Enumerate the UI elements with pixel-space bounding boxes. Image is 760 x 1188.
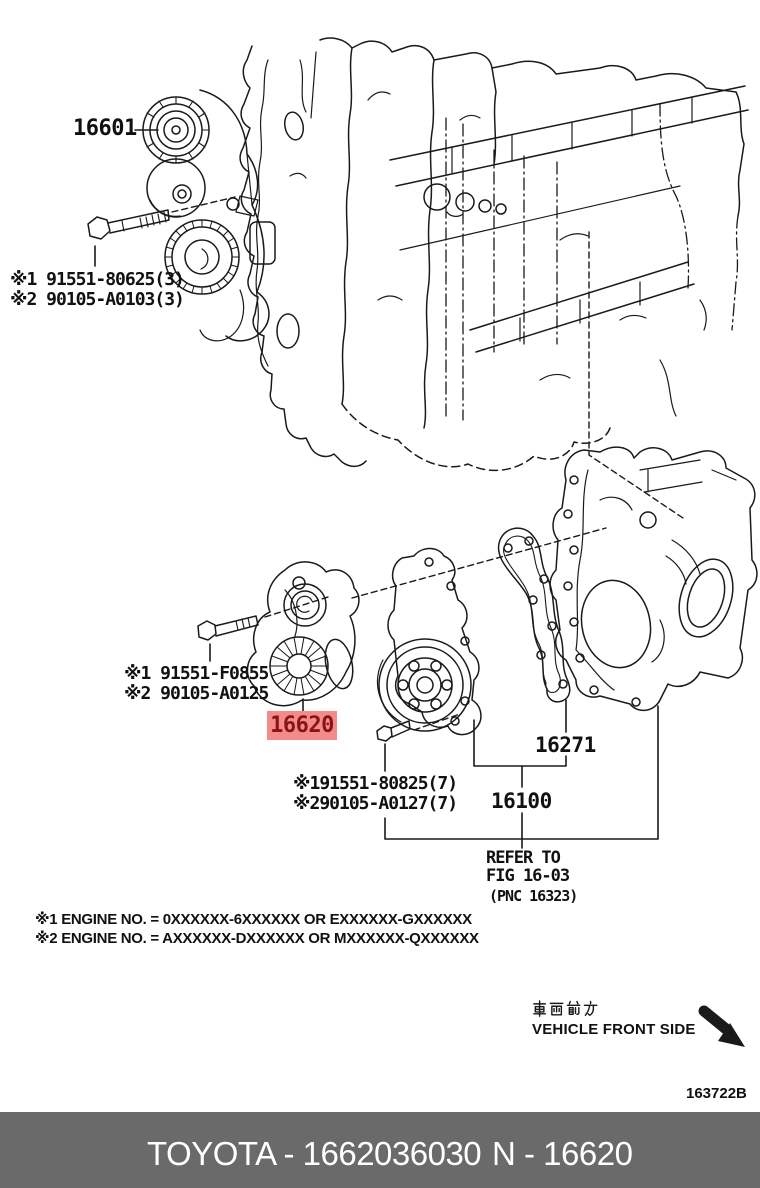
part-label-16100[interactable]: 16100 [491,789,552,813]
highlighted-part-callout[interactable]: 16620 [267,711,337,740]
engine-block-drawing [239,37,749,472]
footer-pnc-code: N - 16620 [492,1135,633,1172]
tensioner-assembly-16601-drawing [142,89,270,342]
water-pump-16100-drawing [376,547,482,736]
part-label-16601[interactable]: 16601 [73,116,137,141]
footer-banner: TOYOTA - 1662036030 N - 16620 [0,1112,760,1188]
bolt-callout-low-line2[interactable]: ※290105-A0127(7) [293,793,458,814]
bolt-top-drawing [87,209,170,240]
assembly-dashed-lines [171,196,687,731]
figure-code: 163722B [686,1085,747,1102]
belt-tensioner-16620-drawing [246,561,360,707]
bolt-low-drawing [376,720,411,742]
engine-no-footnote-2: ※2 ENGINE NO. = AXXXXXX-DXXXXXX OR MXXXX… [35,930,479,947]
refer-note-line3: (PNC 16323) [489,887,578,905]
kanji-vehicle-front-strokes [533,1000,598,1017]
part-label-16271[interactable]: 16271 [535,733,596,757]
refer-note-line1: REFER TO [486,848,561,868]
bolt-callout-top-line2[interactable]: ※2 90105-A0103(3) [10,289,185,310]
bolt-callout-low-line1[interactable]: ※191551-80825(7) [293,773,458,794]
vehicle-front-en-label: VEHICLE FRONT SIDE [532,1021,696,1038]
timing-cover-drawing [549,446,758,712]
bolt-mid-drawing [197,615,259,641]
bolt-callout-mid-line2[interactable]: ※2 90105-A0125 [124,683,269,704]
part-label-16620: 16620 [270,713,334,738]
footer-part-number: TOYOTA - 1662036030 [147,1135,482,1172]
parts-diagram-drawing [87,37,758,1047]
gasket-16271-drawing [497,527,571,703]
front-direction-arrow [698,1005,745,1047]
engine-no-footnote-1: ※1 ENGINE NO. = 0XXXXXX-6XXXXXX OR EXXXX… [35,911,472,928]
leader-lines [94,129,659,849]
bolt-callout-mid-line1[interactable]: ※1 91551-F0855 [124,663,269,684]
bolt-callout-top-line1[interactable]: ※1 91551-80625(3) [10,269,185,290]
refer-note-line2: FIG 16-03 [486,866,570,886]
